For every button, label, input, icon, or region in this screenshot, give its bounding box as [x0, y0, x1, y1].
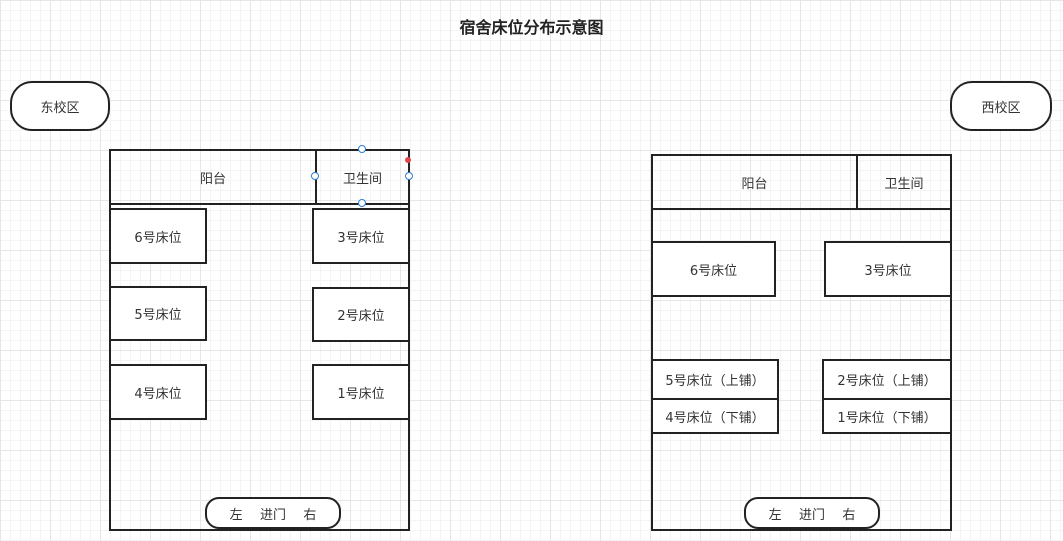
west-room-outline[interactable] — [651, 154, 952, 531]
east-balcony[interactable]: 阳台 — [109, 149, 317, 205]
east-bed-5[interactable]: 5号床位 — [109, 286, 207, 341]
east-door-left: 左 — [229, 507, 243, 523]
west-bed-3[interactable]: 3号床位 — [824, 241, 952, 297]
west-bed-2[interactable]: 2号床位（上铺） — [822, 359, 952, 400]
west-campus-label[interactable]: 西校区 — [950, 81, 1052, 131]
west-bed-6[interactable]: 6号床位 — [651, 241, 776, 297]
selection-handle-top[interactable] — [358, 145, 366, 153]
east-bed-1[interactable]: 1号床位 — [312, 364, 410, 420]
west-door-enter: 进门 — [798, 507, 825, 523]
west-door[interactable]: 左 进门 右 — [744, 497, 880, 529]
rotate-handle[interactable] — [405, 157, 411, 163]
east-bed-2[interactable]: 2号床位 — [312, 287, 410, 342]
west-balcony[interactable]: 阳台 — [651, 154, 858, 210]
west-bed-4[interactable]: 4号床位（下铺） — [651, 398, 779, 434]
east-door-enter: 进门 — [259, 507, 286, 523]
east-campus-label[interactable]: 东校区 — [10, 81, 110, 131]
east-bathroom[interactable]: 卫生间 — [315, 149, 410, 205]
west-bathroom[interactable]: 卫生间 — [856, 154, 952, 210]
west-door-left: 左 — [768, 507, 782, 523]
east-door[interactable]: 左 进门 右 — [205, 497, 341, 529]
selection-handle-bottom[interactable] — [358, 199, 366, 207]
west-door-right: 右 — [842, 507, 856, 523]
diagram-title: 宿舍床位分布示意图 — [459, 18, 604, 37]
east-bed-6[interactable]: 6号床位 — [109, 208, 207, 264]
east-bed-4[interactable]: 4号床位 — [109, 364, 207, 420]
selection-handle-left[interactable] — [311, 172, 319, 180]
east-door-right: 右 — [303, 507, 317, 523]
selection-handle-right[interactable] — [405, 172, 413, 180]
east-bed-3[interactable]: 3号床位 — [312, 208, 410, 264]
west-bed-1[interactable]: 1号床位（下铺） — [822, 398, 952, 434]
west-bed-5[interactable]: 5号床位（上铺） — [651, 359, 779, 400]
